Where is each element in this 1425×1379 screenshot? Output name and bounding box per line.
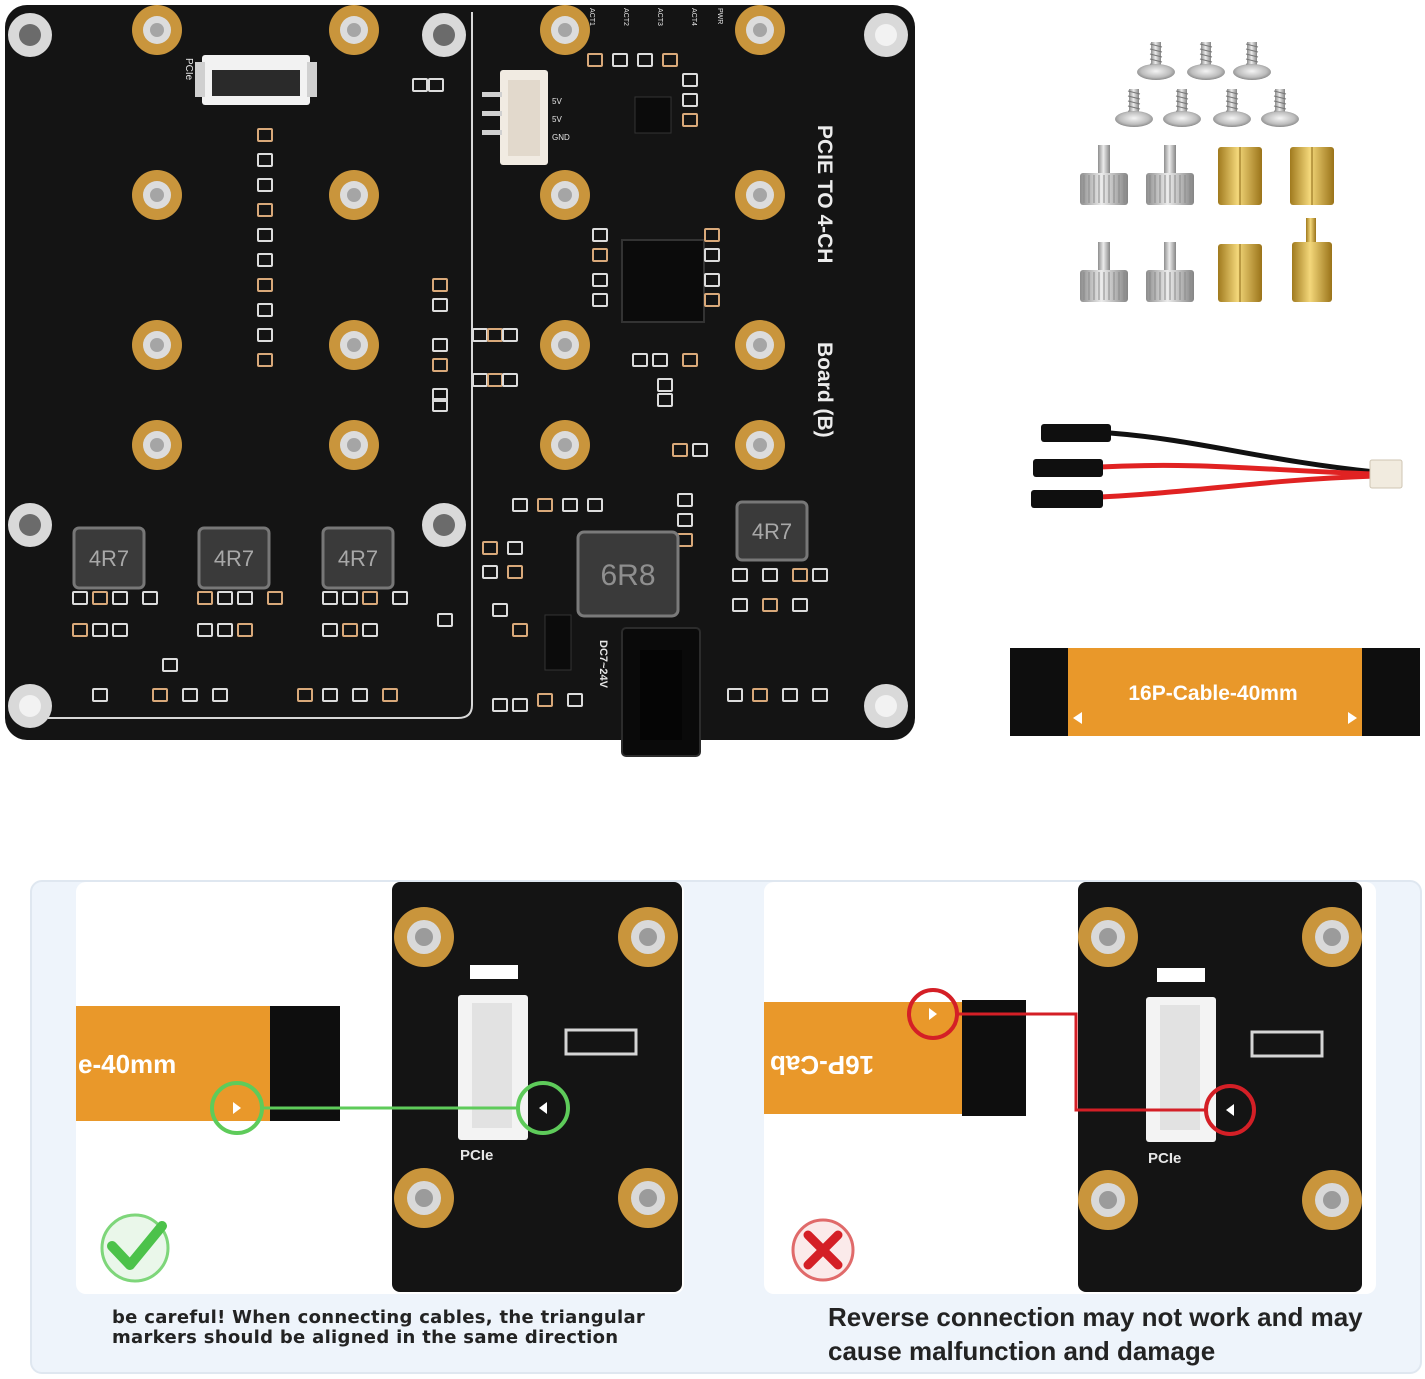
- board-title-line2: Board (B): [813, 342, 836, 438]
- correct-pcie-label: PCIe: [460, 1147, 493, 1164]
- led-label-1: ACT1: [588, 8, 595, 26]
- header-pin-3: GND: [552, 133, 570, 142]
- inductor-large: 6R8: [576, 530, 680, 618]
- ffc-cable-label: 16P-Cable-40mm: [1128, 682, 1297, 705]
- pcie-silk-label: PCIe: [183, 58, 194, 81]
- mounting-holes: [8, 13, 908, 728]
- svg-text:6R8: 6R8: [600, 559, 655, 592]
- comparison-illustration: PCIe e-40mm PCIe 16P-Cab: [76, 882, 1376, 1294]
- inductor-2: 4R7: [197, 526, 271, 590]
- gold-standoff-pads: [132, 5, 785, 470]
- wrong-cable: 16P-Cab: [764, 1000, 1026, 1116]
- svg-text:4R7: 4R7: [338, 546, 378, 571]
- inductor-1: 4R7: [72, 526, 146, 590]
- svg-text:4R7: 4R7: [214, 546, 254, 571]
- fan-header: [482, 70, 548, 165]
- svg-text:4R7: 4R7: [752, 519, 792, 544]
- board-title-line1: PCIE TO 4-CH: [813, 125, 836, 263]
- header-pin-1: 5V: [552, 97, 562, 106]
- power-ic: [634, 96, 672, 134]
- fan-power-cable: [1031, 424, 1403, 508]
- led-label-2: ACT2: [622, 8, 629, 26]
- correct-cable: e-40mm: [76, 1006, 340, 1121]
- header-pin-2: 5V: [552, 115, 562, 124]
- check-icon: [100, 1213, 170, 1283]
- inductor-4: 4R7: [735, 500, 809, 562]
- pcie-switch-chip: [621, 239, 705, 323]
- wrong-gold-pads: [1078, 907, 1362, 1230]
- ffc-cable: 16P-Cable-40mm: [1010, 648, 1420, 736]
- cross-icon: [791, 1218, 855, 1282]
- smd-components: [72, 53, 828, 712]
- led-label-pwr: PWR: [716, 8, 723, 24]
- pcb-board: PCIe 5V 5V GND 4R7 4R7 4R7: [5, 5, 915, 757]
- pcie-ffc-connector: [195, 55, 317, 105]
- dc-power-jack: [621, 627, 701, 757]
- power-silk-label: DC7~24V: [597, 640, 609, 689]
- wrong-cable-text: 16P-Cab: [770, 1050, 874, 1080]
- wrong-pcie-label: PCIe: [1148, 1150, 1181, 1167]
- correct-cable-text: e-40mm: [78, 1049, 176, 1079]
- correct-board-crop: [392, 882, 682, 1292]
- wrong-caption: Reverse connection may not work and may …: [828, 1302, 1363, 1366]
- svg-text:4R7: 4R7: [89, 546, 129, 571]
- correct-alignment-marker: [210, 1081, 570, 1135]
- correct-gold-pads: [394, 907, 678, 1228]
- led-label-3: ACT3: [656, 8, 663, 26]
- regulator-ic: [544, 614, 572, 671]
- screw-and-standoff-kit: [1080, 42, 1334, 302]
- wrong-alignment-marker: [907, 988, 1256, 1136]
- inductor-3: 4R7: [321, 526, 395, 590]
- product-scene: PCIe 5V 5V GND 4R7 4R7 4R7: [5, 5, 1420, 757]
- correct-caption: be careful! When connecting cables, the …: [112, 1307, 646, 1348]
- led-label-4: ACT4: [690, 8, 697, 26]
